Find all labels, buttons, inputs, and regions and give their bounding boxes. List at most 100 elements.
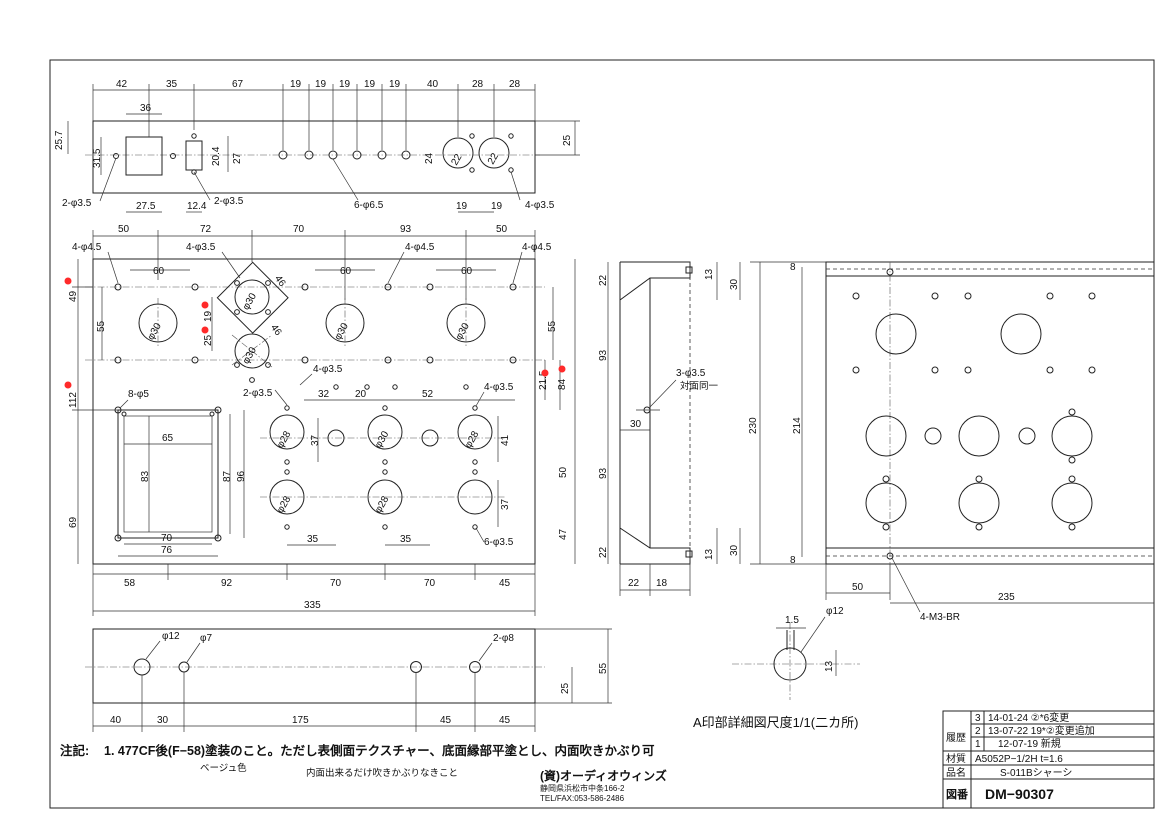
top-dim-20-4: 20.4 xyxy=(211,146,222,166)
plan-phi28a: φ28 xyxy=(275,429,294,450)
front-dim-45a: 45 xyxy=(440,715,452,726)
tb-name: S-011Bシャーシ xyxy=(1000,768,1072,779)
side-dim-8a: 8 xyxy=(790,262,796,273)
bottom-view: 50 235 4-M3-BR xyxy=(825,261,1155,623)
plan-dim-49: 49 xyxy=(68,290,79,302)
tb-rev1-no: 1 xyxy=(975,739,981,750)
plan-call-4phi45-right: 4-φ4.5 xyxy=(522,242,552,253)
top-dim-19b: 19 xyxy=(315,79,327,90)
top-panel-outline xyxy=(92,120,536,194)
detail-dim-1-5: 1.5 xyxy=(785,615,799,626)
side-dim-22a: 22 xyxy=(598,274,609,286)
tb-drawing-label: 図番 xyxy=(946,787,969,801)
plan-phi30a: φ30 xyxy=(146,321,165,342)
side-dim-13a: 13 xyxy=(704,268,715,280)
top-call-4phi35-right: 4-φ3.5 xyxy=(525,200,555,211)
plan-dim-93: 93 xyxy=(400,224,412,235)
front-dim-25: 25 xyxy=(560,682,571,694)
side-call-opposite: 対面同一 xyxy=(680,380,719,392)
plan-dim-65: 65 xyxy=(162,433,174,444)
rotated-square-a xyxy=(216,261,289,334)
rev-mark-112 xyxy=(64,381,72,389)
tb-name-label: 品名 xyxy=(946,766,966,779)
plan-dim-35b: 35 xyxy=(400,534,412,545)
top-dim-19c: 19 xyxy=(339,79,351,90)
plan-phi30d: φ30 xyxy=(241,291,260,312)
plan-dim-335: 335 xyxy=(304,600,321,611)
tb-drawing-no: DM−90307 xyxy=(985,786,1054,802)
plan-phi30f: φ30 xyxy=(373,429,392,450)
tb-rev3-no: 3 xyxy=(975,713,981,724)
front-dim-175: 175 xyxy=(292,715,309,726)
side-dim-230: 230 xyxy=(748,417,759,434)
plan-dim-70b: 70 xyxy=(424,578,436,589)
front-dim-55: 55 xyxy=(598,662,609,674)
plan-dim-47: 47 xyxy=(558,528,569,540)
rev-mark-49 xyxy=(64,277,72,285)
top-dim-40: 40 xyxy=(427,79,439,90)
plan-dim-45: 45 xyxy=(499,578,511,589)
notes-line1: 1. 477CF後(F−58)塗装のこと。ただし表側面テクスチャー、底面縁部平塗… xyxy=(104,743,655,758)
plan-dim-60b: 60 xyxy=(340,266,352,277)
detail-a: 1.5 φ12 13 A印部詳細図尺度1/1(二カ所) xyxy=(693,606,860,730)
plan-dim-55-left: 55 xyxy=(96,320,107,332)
plan-phi30b: φ30 xyxy=(333,321,352,342)
plan-dim-25: 25 xyxy=(203,334,214,346)
company-tel: TEL/FAX:053-586-2486 xyxy=(540,794,625,803)
plan-call-4phi35-top: 4-φ3.5 xyxy=(186,242,216,253)
front-call-2phi8: 2-φ8 xyxy=(493,633,514,644)
plan-dim-46b: 46 xyxy=(268,322,284,338)
side-view: 22 93 93 22 13 30 13 30 3-φ3.5 対面同一 30 2… xyxy=(598,261,828,596)
plan-dim-41: 41 xyxy=(500,434,511,446)
plan-call-4phi45-mid: 4-φ4.5 xyxy=(405,242,435,253)
plan-dim-55-right: 55 xyxy=(547,320,558,332)
tb-rev-label: 履歴 xyxy=(946,732,966,744)
plan-outline xyxy=(92,258,536,565)
plan-call-6phi35: 6-φ3.5 xyxy=(484,537,514,548)
top-dim-28b: 28 xyxy=(509,79,521,90)
side-dim-13b: 13 xyxy=(704,548,715,560)
plan-dim-70: 70 xyxy=(293,224,305,235)
title-block: 履歴 3 14-01-24 ②*6変更 2 13-07-22 19*②変更追加 … xyxy=(942,710,1155,809)
top-rect-cutout xyxy=(125,136,163,176)
tb-material-label: 材質 xyxy=(946,752,966,765)
plan-phi30c: φ30 xyxy=(454,321,473,342)
top-view: 42 35 67 19 19 19 19 19 40 28 28 36 25.7… xyxy=(54,79,580,213)
notes-block: 注記: 1. 477CF後(F−58)塗装のこと。ただし表側面テクスチャー、底面… xyxy=(60,743,667,803)
plan-call-4phi45-left: 4-φ4.5 xyxy=(72,242,102,253)
plan-dim-37b: 37 xyxy=(500,498,511,510)
top-dim-19d: 19 xyxy=(364,79,376,90)
top-dim-24: 24 xyxy=(424,152,435,164)
plan-dim-50-right: 50 xyxy=(558,466,569,478)
top-dim-25-7: 25.7 xyxy=(54,130,65,150)
top-dim-36: 36 xyxy=(140,103,152,114)
side-dim-30a: 30 xyxy=(729,278,740,290)
plan-dim-19: 19 xyxy=(203,310,214,322)
top-dim-25: 25 xyxy=(562,134,573,146)
top-dim-19a: 19 xyxy=(290,79,302,90)
side-dim-30-mid: 30 xyxy=(630,419,642,430)
top-dim-27-5: 27.5 xyxy=(136,201,156,212)
company-name: (資)オーディオウィンズ xyxy=(540,768,667,783)
plan-dim-32: 32 xyxy=(318,389,330,400)
top-dim-19-b2: 19 xyxy=(491,201,503,212)
notes-line3: 内面出来るだけ吹きかぶりなきこと xyxy=(306,767,458,779)
plan-dim-72: 72 xyxy=(200,224,212,235)
plan-dim-87: 87 xyxy=(222,470,233,482)
company-address: 静岡県浜松市中条166-2 xyxy=(540,783,625,793)
plan-phi30e: φ30 xyxy=(241,345,260,366)
front-dim-40: 40 xyxy=(110,715,122,726)
top-dim-31-5: 31.5 xyxy=(92,148,103,168)
top-dim-22b: 22 xyxy=(486,151,501,167)
bottom-dim-235: 235 xyxy=(998,592,1015,603)
plan-dim-21-5: 21.5 xyxy=(538,370,549,390)
plan-dim-96: 96 xyxy=(236,470,247,482)
front-phi12: φ12 xyxy=(162,631,180,642)
front-dim-45b: 45 xyxy=(499,715,511,726)
tb-rev2-no: 2 xyxy=(975,726,981,737)
notes-label: 注記: xyxy=(60,743,89,758)
plan-view: 50 72 70 93 50 4-φ4.5 4-φ3.5 4-φ4.5 4-φ4… xyxy=(64,224,576,616)
front-dim-30: 30 xyxy=(157,715,169,726)
rev-mark-19 xyxy=(201,301,209,309)
